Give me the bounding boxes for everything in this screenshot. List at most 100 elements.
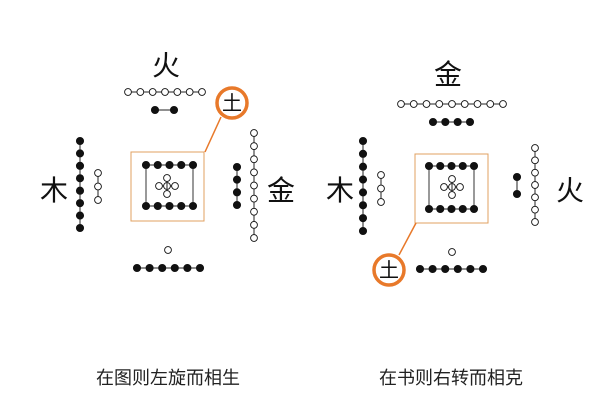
right-white-dots [531,144,539,226]
black-dot [232,175,242,184]
black-dot [478,264,488,274]
label-top: 火 [152,49,180,82]
black-dot [177,160,186,170]
white-dot [531,156,539,165]
white-dot [531,218,539,226]
white-dot [448,100,456,108]
black-dot [447,204,456,214]
white-dot [377,184,385,193]
black-dot [469,161,479,171]
earth-link-line [204,116,222,153]
label-earth: 土 [222,91,242,115]
white-dot [250,234,258,242]
white-dot [409,100,418,108]
top-white-dots [397,100,507,108]
black-dot [441,117,450,127]
black-dot [466,264,475,274]
black-dot [512,172,522,182]
black-dot [441,264,450,274]
white-dot [185,88,194,96]
white-dot [198,88,206,96]
black-dot [75,223,85,233]
center-box [414,153,489,224]
earth-link-line [398,222,417,256]
label-earth: 土 [379,258,399,282]
black-dot [170,263,179,273]
black-dot [358,188,368,197]
black-dot [165,201,174,211]
white-dot [531,205,539,214]
black-dot [75,161,85,170]
black-dot [512,189,522,199]
black-dot [358,175,368,184]
white-dot [163,174,171,182]
white-dot [250,168,258,177]
black-dot [358,226,368,236]
center-cross-vertical [448,175,456,199]
left-black-dots [358,136,368,236]
black-dot [424,204,434,214]
white-dot [531,181,539,189]
black-dot [132,263,142,273]
label-right: 火 [556,174,584,207]
black-dot [358,201,368,210]
center-bottom-black-dots [141,201,198,211]
white-dot [448,191,456,199]
black-dot [75,136,85,146]
black-dot [183,263,192,273]
white-dot [94,169,102,177]
caption-hetu: 在图则左旋而相生 [96,368,240,389]
white-dot [250,207,258,216]
black-dot [428,117,438,127]
black-dot [453,264,462,274]
left-white-dots [94,169,102,204]
black-dot [141,201,151,211]
white-dot [397,100,405,108]
white-dot [422,100,431,108]
white-dot [171,182,179,190]
black-dot [75,174,85,183]
white-dot [94,182,102,191]
black-dot [177,201,186,211]
black-dot [358,136,368,146]
black-dot [232,188,242,197]
white-dot [377,171,385,179]
black-dot [358,149,368,158]
white-dot [250,221,258,229]
white-dot [448,175,456,183]
left-black-dots [75,136,85,233]
white-dot [94,196,102,204]
center-top-black-dots [141,160,198,170]
black-dot [195,263,205,273]
black-dot [358,162,368,171]
white-dot [173,88,182,96]
center-top-black-dots [424,161,479,171]
label-left: 木 [40,174,68,207]
black-dot [458,204,467,214]
right-black-dots [512,172,522,199]
black-dot [447,161,456,171]
white-dot [250,142,258,150]
black-dot [75,211,85,220]
left-white-dots [377,171,385,206]
black-dot [153,201,162,211]
black-dot [150,105,160,115]
top-white-dots [124,88,206,96]
black-dot [75,186,85,195]
center-box [130,151,205,222]
white-dot [531,144,539,152]
earth-circle [215,86,249,120]
black-dot [158,263,167,273]
white-dot [460,100,469,108]
black-dot [415,264,425,274]
white-dot [250,181,258,190]
top-black-dots [428,117,475,127]
bottom-white-dots [448,248,456,256]
label-left: 木 [326,174,354,207]
black-dot [458,161,467,171]
center-bottom-black-dots [424,204,479,214]
label-right: 金 [267,174,295,207]
black-dot [469,204,479,214]
black-dot [169,105,179,115]
black-dot [436,204,445,214]
